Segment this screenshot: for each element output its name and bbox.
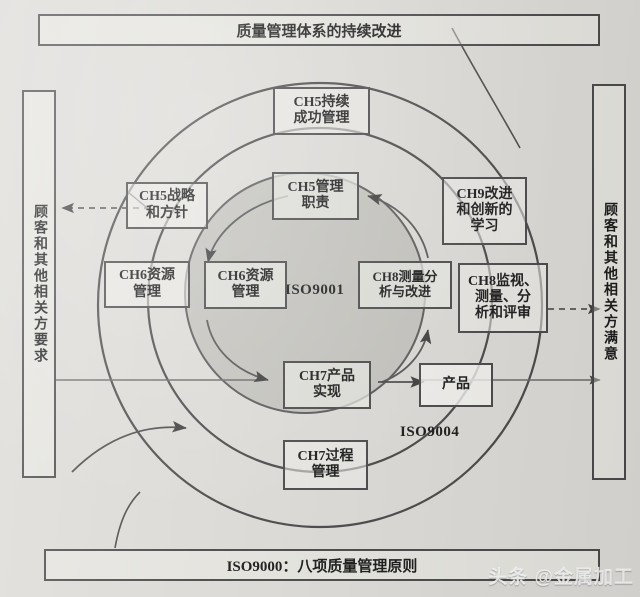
box-ch7-product-realization-label: CH7产品 实现: [299, 368, 355, 400]
box-ch5-strategy-policy-label: CH5战略 和方针: [139, 189, 195, 221]
right-pillar: 顾客和其他相关方满意: [592, 84, 626, 480]
box-ch8-measure-analysis: CH8测量分 析与改进: [358, 261, 452, 309]
box-ch9-improvement-learning-label: CH9改进 和创新的 学习: [456, 186, 513, 235]
box-ch6-resource-outer: CH6资源 管理: [104, 261, 190, 308]
box-ch8-measure-analysis-label: CH8测量分 析与改进: [372, 269, 438, 299]
process-flow-curve: [71, 420, 187, 473]
iso9004-label: ISO9004: [400, 424, 460, 440]
iso9001-label: ISO9001: [285, 282, 345, 298]
bottom-banner-pointer: [114, 491, 141, 549]
box-ch6-resource-outer-label: CH6资源 管理: [119, 268, 175, 300]
cycle-arrow-left-bottom: [206, 319, 269, 383]
box-ch5-sustained-success-label: CH5持续 成功管理: [293, 94, 350, 126]
box-ch6-resource-inner-label: CH6资源 管理: [217, 268, 274, 300]
box-ch6-resource-inner: CH6资源 管理: [204, 261, 287, 309]
box-product: 产品: [419, 363, 493, 407]
box-ch5-responsibility-label: CH5管理 职责: [287, 179, 344, 211]
box-ch5-sustained-success: CH5持续 成功管理: [273, 87, 370, 135]
box-ch7-process-management-label: CH7过程 管理: [297, 448, 354, 480]
left-pillar-label: 顾客和其他相关方要求: [32, 204, 47, 364]
cycle-arrow-right-top: [367, 194, 429, 259]
box-ch7-product-realization: CH7产品 实现: [283, 361, 371, 409]
bottom-banner-label: ISO9000：八项质量管理原则: [226, 558, 418, 575]
box-product-label: 产品: [442, 376, 470, 392]
box-ch8-monitor-review: CH8监视、 测量、分 析和评审: [458, 263, 548, 333]
bottom-banner: ISO9000：八项质量管理原则: [44, 549, 600, 581]
box-ch9-improvement-learning: CH9改进 和创新的 学习: [442, 177, 527, 245]
box-ch8-monitor-review-label: CH8监视、 测量、分 析和评审: [468, 273, 538, 322]
top-banner-pointer: [451, 27, 521, 149]
top-banner: 质量管理体系的持续改进: [38, 14, 600, 46]
right-pillar-label: 顾客和其他相关方满意: [602, 202, 617, 362]
box-ch7-process-management: CH7过程 管理: [283, 440, 368, 490]
box-ch5-responsibility: CH5管理 职责: [272, 172, 359, 220]
left-pillar: 顾客和其他相关方要求: [22, 90, 56, 478]
box-ch5-strategy-policy: CH5战略 和方针: [126, 182, 208, 229]
cycle-arrow-bottom-right: [381, 329, 432, 383]
top-banner-label: 质量管理体系的持续改进: [236, 23, 402, 40]
watermark: 头条 @金属加工: [488, 567, 634, 588]
